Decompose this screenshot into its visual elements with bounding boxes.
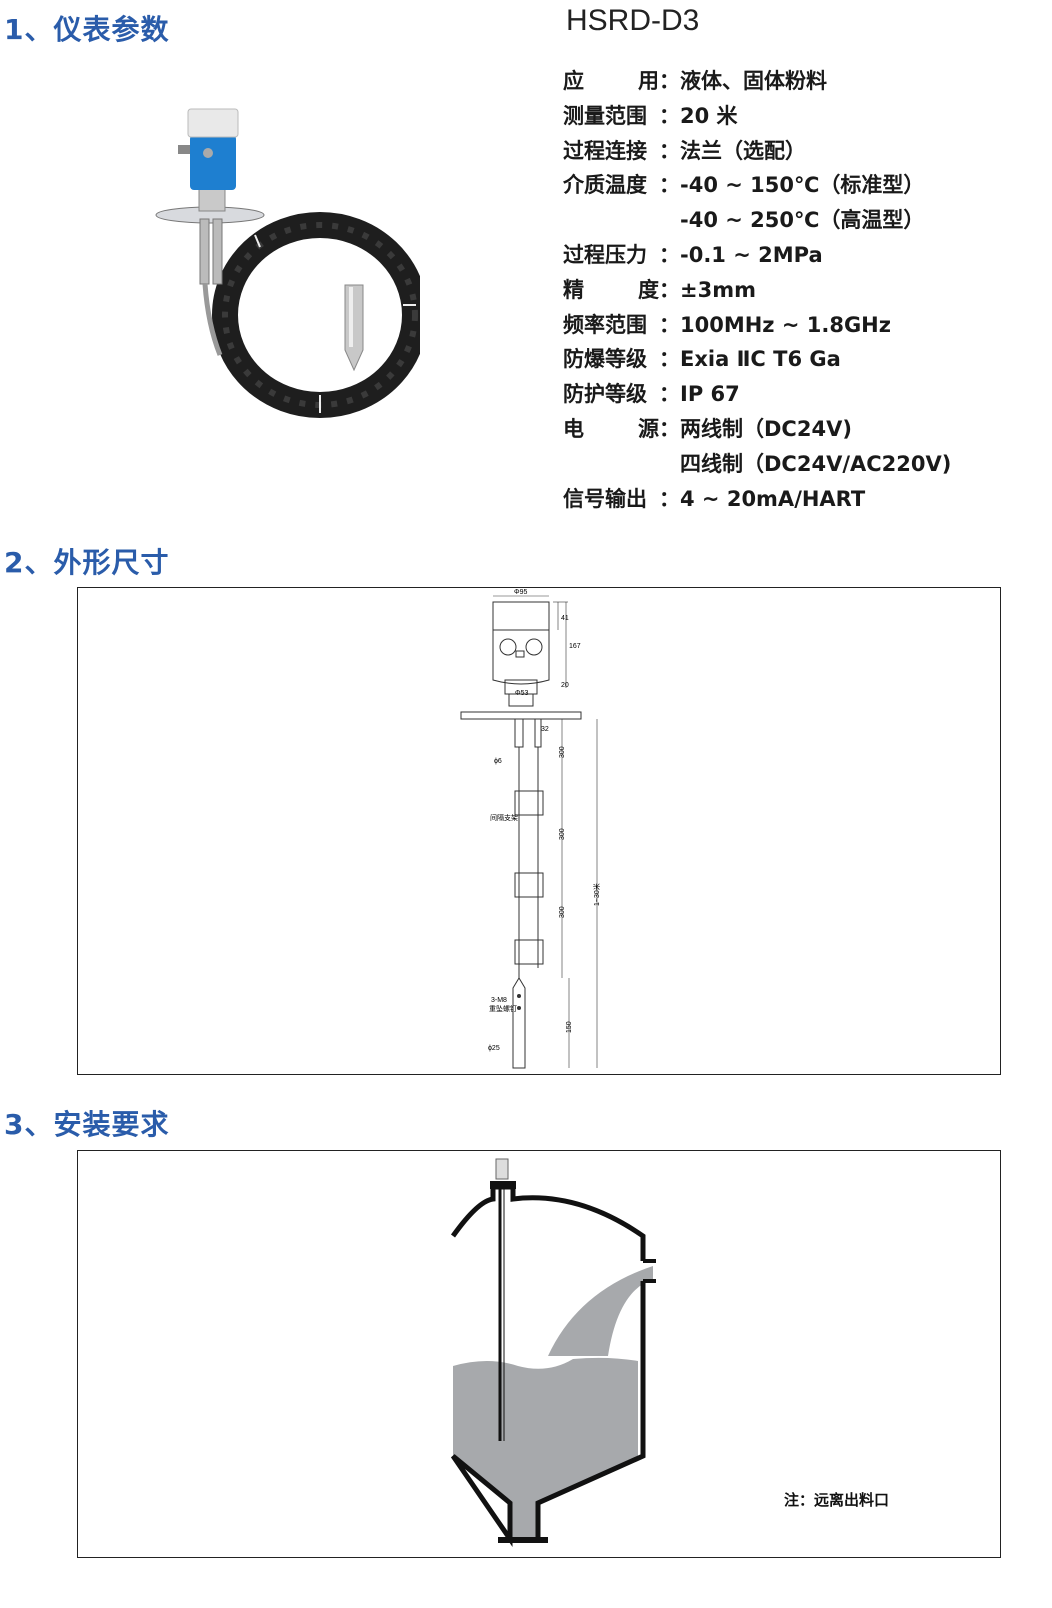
svg-text:Φ95: Φ95 <box>514 589 527 596</box>
spec-row: 信号输出：4 ~ 20mA/HART <box>563 482 951 517</box>
svg-text:167: 167 <box>569 643 581 650</box>
spec-label: 防护等级： <box>563 382 680 407</box>
spec-value: 法兰（选配） <box>680 138 806 163</box>
svg-text:1~30米: 1~30米 <box>592 883 601 906</box>
spec-list: 应用：液体、固体粉料测量范围：20 米过程连接：法兰（选配）介质温度：-40 ~… <box>563 64 951 516</box>
svg-text:间隔支架: 间隔支架 <box>490 813 518 822</box>
svg-text:300: 300 <box>559 906 566 918</box>
spec-value: 4 ~ 20mA/HART <box>680 486 866 511</box>
spec-label: 应用： <box>563 69 680 93</box>
spec-row: 防护等级：IP 67 <box>563 377 951 412</box>
svg-text:150: 150 <box>566 1021 573 1033</box>
spec-label: 精度： <box>563 277 680 302</box>
spec-row: 过程压力：-0.1 ~ 2MPa <box>563 238 951 273</box>
spec-row: 防爆等级：Exia ⅡC T6 Ga <box>563 342 951 377</box>
svg-text:32: 32 <box>541 726 549 733</box>
spec-label: 测量范围： <box>563 103 680 128</box>
spec-label: 过程连接： <box>563 138 680 163</box>
spec-row: 精度：±3mm <box>563 273 951 308</box>
spec-label <box>563 447 680 482</box>
spec-value: 100MHz ~ 1.8GHz <box>680 312 891 337</box>
spec-value: -40 ~ 250℃（高温型） <box>680 208 925 233</box>
svg-text:ϕ25: ϕ25 <box>488 1045 500 1052</box>
section-heading-installation: 3、安装要求 <box>4 1108 170 1141</box>
product-photo <box>150 95 428 425</box>
svg-text:重坠螺钉: 重坠螺钉 <box>489 1004 517 1013</box>
svg-text:ϕ6: ϕ6 <box>494 758 502 765</box>
spec-value: ±3mm <box>680 277 756 302</box>
spec-row: -40 ~ 250℃（高温型） <box>563 203 951 238</box>
spec-value: 20 米 <box>680 103 738 128</box>
svg-text:Φ53: Φ53 <box>515 690 528 697</box>
spec-value: 两线制（DC24V) <box>680 416 852 441</box>
spec-row: 测量范围：20 米 <box>563 99 951 134</box>
spec-label: 防爆等级： <box>563 347 680 372</box>
spec-row: 应用：液体、固体粉料 <box>563 64 951 99</box>
spec-label: 介质温度： <box>563 173 680 198</box>
installation-note: 注：远离出料口 <box>784 1491 890 1509</box>
spec-row: 过程连接：法兰（选配） <box>563 134 951 169</box>
section-heading-parameters: 1、仪表参数 <box>4 13 170 46</box>
spec-value: 液体、固体粉料 <box>680 69 827 93</box>
installation-diagram-frame: 注：远离出料口 <box>77 1150 1001 1558</box>
spec-row: 电源：两线制（DC24V) <box>563 412 951 447</box>
svg-text:300: 300 <box>559 828 566 840</box>
spec-row: 频率范围：100MHz ~ 1.8GHz <box>563 308 951 343</box>
svg-text:300: 300 <box>559 746 566 758</box>
spec-label: 电源： <box>563 416 680 441</box>
svg-text:20: 20 <box>561 682 569 689</box>
radar-level-meter-photo-icon <box>155 108 428 418</box>
spec-row: 四线制（DC24V/AC220V) <box>563 447 951 482</box>
tank-installation-diagram-icon <box>450 1158 656 1548</box>
spec-label: 信号输出： <box>563 486 680 511</box>
spec-row: 介质温度：-40 ~ 150℃（标准型） <box>563 168 951 203</box>
spec-value: -40 ~ 150℃（标准型） <box>680 173 925 198</box>
spec-value: Exia ⅡC T6 Ga <box>680 347 841 372</box>
spec-value: -0.1 ~ 2MPa <box>680 242 823 267</box>
dimension-drawing-icon: Φ95 41 167 20 Φ53 32 ϕ6 间隔支架 300 300 300… <box>460 589 601 1069</box>
spec-label: 过程压力： <box>563 242 680 267</box>
section-heading-dimensions: 2、外形尺寸 <box>4 546 170 579</box>
svg-text:41: 41 <box>561 615 569 622</box>
dimension-drawing-frame: Φ95 41 167 20 Φ53 32 ϕ6 间隔支架 300 300 300… <box>77 587 1001 1075</box>
svg-text:3-M8: 3-M8 <box>491 997 507 1004</box>
model-name: HSRD-D3 <box>566 4 700 37</box>
spec-label <box>563 203 680 238</box>
spec-value: 四线制（DC24V/AC220V) <box>680 451 952 476</box>
spec-value: IP 67 <box>680 382 740 407</box>
spec-label: 频率范围： <box>563 312 680 337</box>
